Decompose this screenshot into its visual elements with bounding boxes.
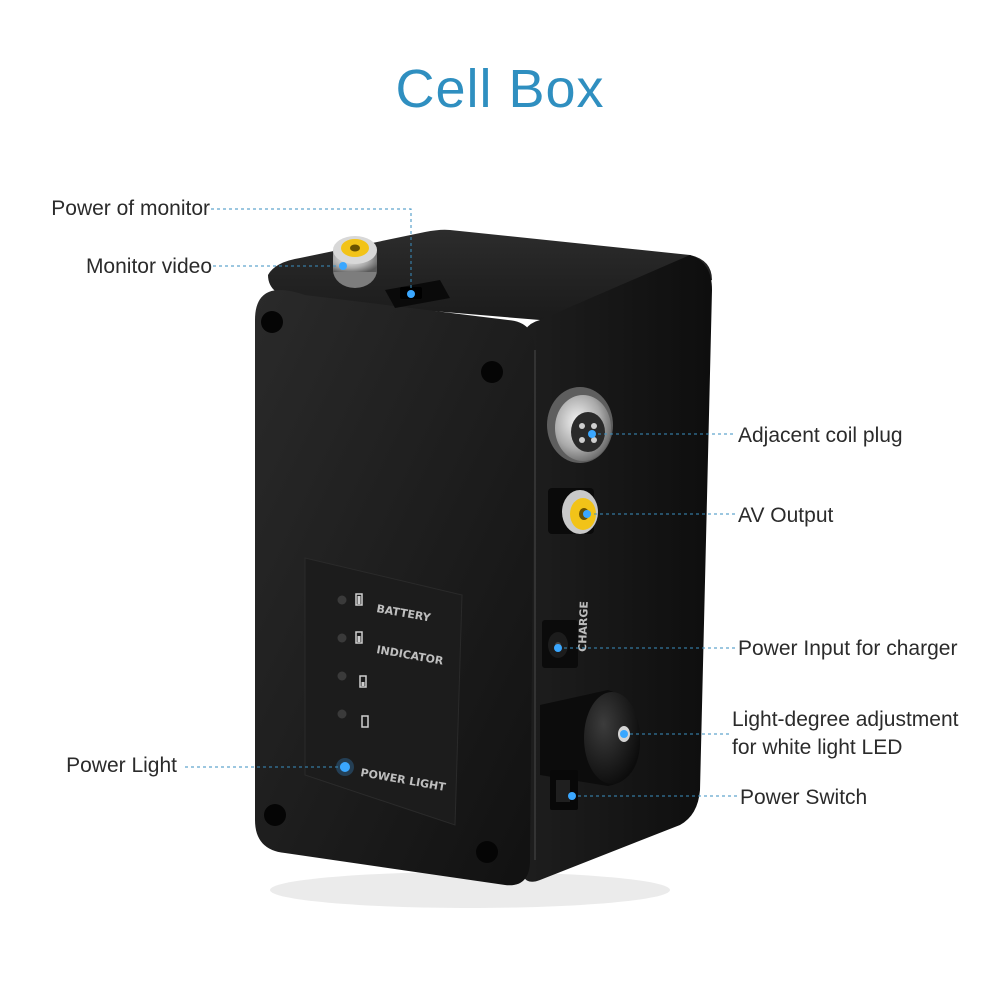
power-switch [550,770,578,810]
callout-av-output: AV Output [738,504,834,527]
screw-top-right [481,361,503,383]
callout-power-of-monitor: Power of monitor [51,197,210,220]
callout-dots [339,262,628,800]
floor-shadow [270,872,670,908]
page-title: Cell Box [395,59,605,119]
callout-power-light: Power Light [66,754,177,777]
light-degree-knob [540,690,640,786]
screw-top-left [261,311,283,333]
av-output-jack [548,488,598,534]
callout-light-degree-adjustment: Light-degree adjustment for white light … [732,706,958,763]
screw-bottom-right [476,841,498,863]
monitor-video-jack [333,236,377,288]
charger-input-jack [542,620,578,668]
callout-adjacent-coil-plug: Adjacent coil plug [738,424,903,447]
indicator-panel [304,557,463,826]
callout-monitor-video: Monitor video [85,255,212,278]
charge-label: CHARGE [576,601,591,652]
callout-power-input-charger: Power Input for charger [738,637,958,660]
screw-bottom-left [264,804,286,826]
callout-light-degree-line1: Light-degree adjustment [732,708,959,731]
callout-lines [185,208,738,797]
callout-power-switch: Power Switch [740,786,868,809]
callout-light-degree-line2: for white light LED [732,736,903,760]
box-side-face [520,255,712,882]
adjacent-coil-plug-connector [547,387,613,463]
